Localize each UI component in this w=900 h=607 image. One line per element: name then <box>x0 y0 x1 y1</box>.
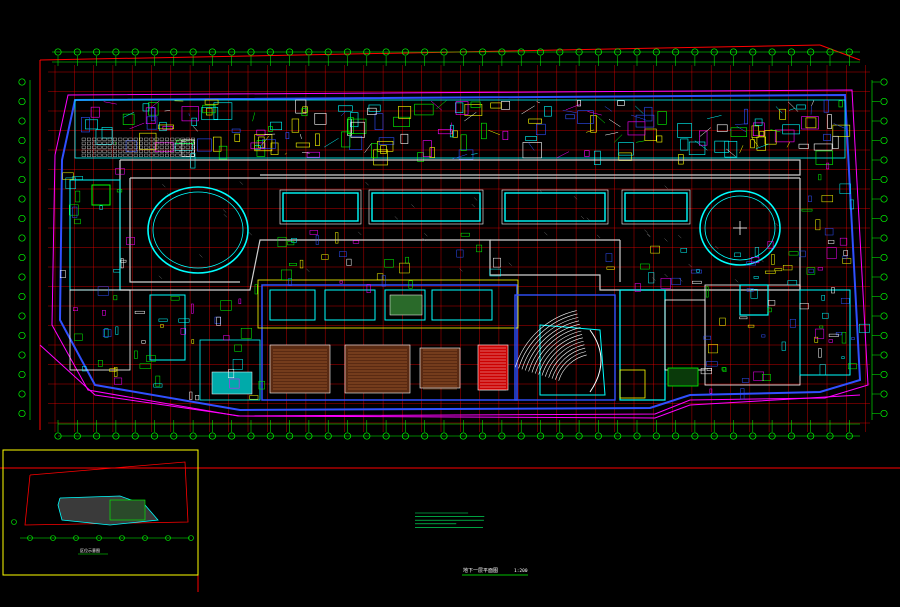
west-wing-rooms <box>69 179 261 401</box>
drawing-scale: 1:200 <box>514 568 528 574</box>
inset-location-map: 区位示意图 <box>2 449 199 576</box>
drawing-title-block: 地下一层平面图 1:200 <box>462 567 528 576</box>
auditorium-fan-seating <box>514 294 616 401</box>
main-corridor <box>119 159 801 291</box>
east-wing-rooms <box>619 284 851 401</box>
mep-fixtures <box>59 162 870 401</box>
drawing-title: 地下一层平面图 <box>463 567 498 574</box>
building-outline <box>39 89 869 419</box>
shop-units-row <box>279 189 691 225</box>
axis-bubbles <box>18 48 888 440</box>
cinema-halls <box>257 279 519 401</box>
oval-atrium-left <box>147 186 249 274</box>
notes-legend <box>415 512 485 528</box>
oval-atrium-right <box>699 190 781 266</box>
service-room-strip <box>74 99 851 169</box>
inset-title: 区位示意图 <box>80 547 100 553</box>
